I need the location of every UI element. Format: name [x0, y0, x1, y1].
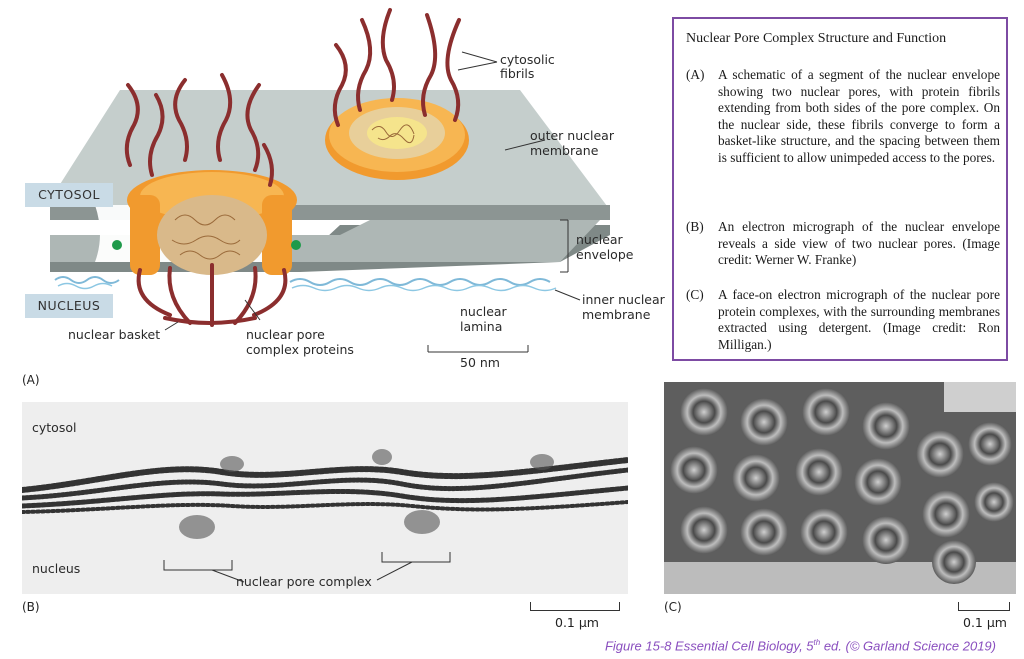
label-nuclear-lamina-line2: lamina — [460, 319, 503, 334]
micrograph-b-image — [22, 402, 628, 594]
panel-a-schematic — [0, 0, 670, 390]
citation-sup: th — [813, 638, 821, 647]
caption-item-c: (C) A face-on electron micrograph of the… — [686, 287, 1000, 353]
caption-item-text: A schematic of a segment of the nuclear … — [718, 67, 1000, 165]
figure-citation: Figure 15-8 Essential Cell Biology, 5th … — [605, 638, 996, 653]
scale-label-b: 0.1 µm — [555, 615, 599, 630]
label-outer-membrane-line1: outer nuclear — [530, 128, 614, 143]
panel-b-micrograph — [22, 402, 628, 594]
citation-suffix: ed. (© Garland Science 2019) — [820, 638, 996, 654]
caption-item-a: (A) A schematic of a segment of the nucl… — [686, 67, 1000, 166]
label-outer-membrane-line2: membrane — [530, 143, 599, 158]
label-scale-50nm: 50 nm — [460, 355, 500, 370]
label-cytosolic-fibrils-line2: fibrils — [500, 66, 535, 81]
panel-c-micrograph — [664, 382, 1016, 594]
label-nuclear-lamina-line1: nuclear — [460, 304, 507, 319]
scale-bar-c — [958, 602, 1010, 611]
label-nuclear-envelope-line1: nuclear — [576, 232, 623, 247]
label-npc-proteins-line1: nuclear pore — [246, 327, 325, 342]
label-b-npc: nuclear pore complex — [236, 574, 372, 589]
label-nuclear-envelope-line2: envelope — [576, 247, 634, 262]
label-npc-proteins-line2: complex proteins — [246, 342, 354, 357]
scale-label-c: 0.1 µm — [963, 615, 1007, 630]
panel-a-letter: (A) — [22, 373, 40, 387]
caption-box: Nuclear Pore Complex Structure and Funct… — [672, 17, 1008, 361]
caption-item-letter: (B) — [686, 219, 704, 234]
caption-item-text: An electron micrograph of the nuclear en… — [718, 219, 1000, 267]
nuclear-envelope-schematic — [50, 8, 610, 353]
caption-item-letter: (A) — [686, 67, 705, 82]
label-nuclear-basket: nuclear basket — [68, 327, 161, 342]
caption-item-text: A face-on electron micrograph of the nuc… — [718, 287, 1000, 352]
label-inner-membrane-line2: membrane — [582, 307, 651, 322]
label-inner-membrane-line1: inner nuclear — [582, 292, 665, 307]
citation-prefix: Figure 15-8 Essential Cell Biology, 5 — [604, 638, 814, 654]
caption-title: Nuclear Pore Complex Structure and Funct… — [686, 31, 947, 46]
cytosol-tag: CYTOSOL — [25, 183, 113, 207]
micrograph-c-image — [664, 382, 1016, 594]
scale-bar-b — [530, 602, 620, 611]
panel-b-letter: (B) — [22, 600, 40, 614]
panel-c-letter: (C) — [664, 600, 682, 614]
label-cytosolic-fibrils-line1: cytosolic — [500, 52, 555, 67]
nucleus-tag: NUCLEUS — [25, 294, 113, 318]
label-b-cytosol: cytosol — [32, 420, 77, 435]
caption-item-letter: (C) — [686, 287, 704, 302]
caption-item-b: (B) An electron micrograph of the nuclea… — [686, 219, 1000, 269]
label-b-nucleus: nucleus — [32, 561, 81, 576]
